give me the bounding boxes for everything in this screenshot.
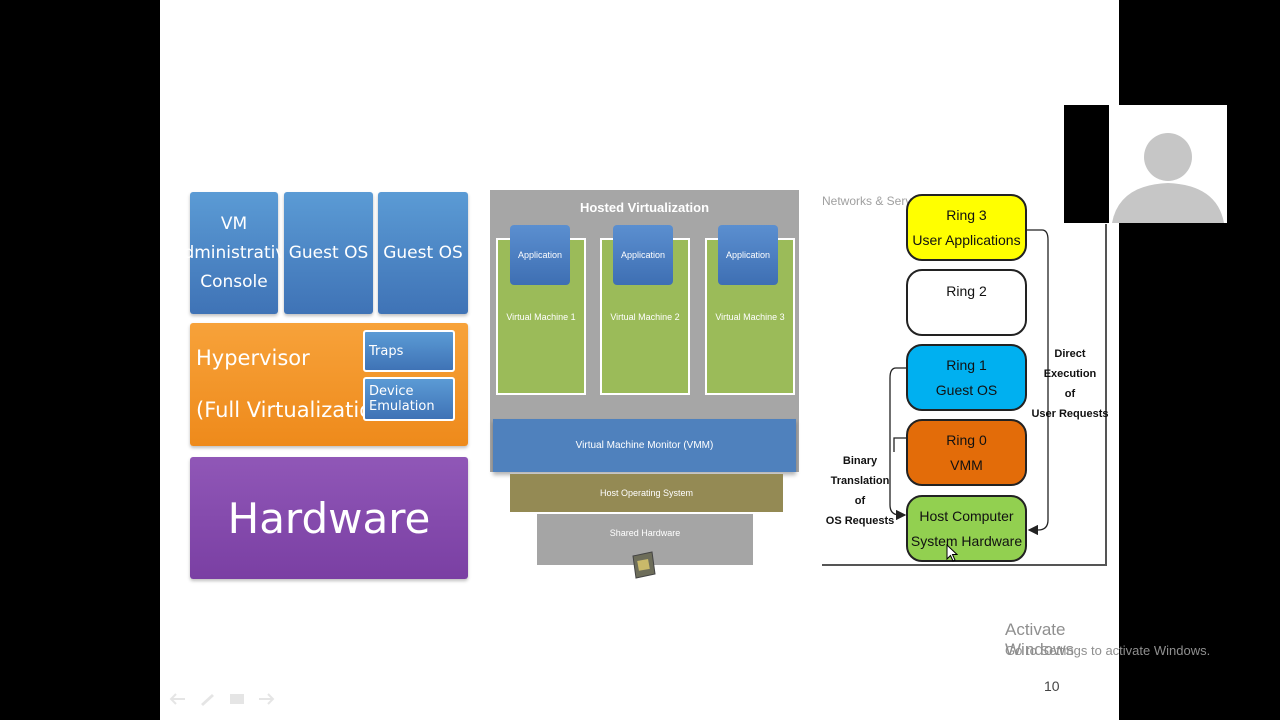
binary-translation-label: Binary Translation of OS Requests (825, 455, 895, 527)
host-hardware-box: Host Computer System Hardware (906, 495, 1027, 562)
host-os-box: Host Operating System (510, 474, 783, 512)
binary-translation-arrow-1 (889, 367, 907, 521)
webcam-panel (1064, 105, 1274, 223)
rings-diagram-frame (822, 224, 1107, 566)
full-virtualization-label: (Full Virtualization) (196, 398, 394, 422)
direct-execution-arrow (1027, 229, 1049, 536)
cpu-chip-icon (630, 550, 656, 580)
ring0-box: Ring 0 VMM (906, 419, 1027, 486)
pen-icon[interactable] (198, 692, 216, 711)
ring0-label: Ring 0 VMM (946, 431, 987, 473)
virtual-machine-label-3: Virtual Machine 3 (715, 312, 785, 322)
device-emulation-box: Device Emulation (363, 377, 455, 421)
ring3-label: Ring 3 User Applications (912, 206, 1021, 248)
ring1-box: Ring 1 Guest OS (906, 344, 1027, 411)
slide: VM Administrative Console Guest OS Guest… (160, 0, 1210, 720)
vm-console-label: VM Administrative Console (172, 213, 296, 292)
vmm-label: Virtual Machine Monitor (VMM) (575, 440, 714, 451)
application-label-2: Application (620, 250, 666, 260)
hardware-label: Hardware (227, 493, 431, 543)
shared-hardware-label: Shared Hardware (609, 528, 681, 538)
guest-os-label-2: Guest OS (383, 242, 463, 263)
page-number: 10 (1044, 678, 1060, 694)
application-box-1: Application (510, 225, 570, 285)
traps-box: Traps (363, 330, 455, 372)
traps-label: Traps (369, 343, 404, 359)
activate-windows-subtitle: Go to Settings to activate Windows. (1005, 643, 1211, 658)
host-os-label: Host Operating System (599, 488, 694, 498)
slide-nav-controls (168, 692, 276, 711)
device-emulation-label: Device Emulation (369, 384, 435, 414)
application-box-2: Application (613, 225, 673, 285)
application-label-1: Application (517, 250, 563, 260)
vmm-box: Virtual Machine Monitor (VMM) (493, 419, 796, 472)
mouse-cursor-icon (946, 543, 959, 567)
activate-windows-title: Activate Windows (1005, 620, 1074, 659)
host-hardware-label: Host Computer System Hardware (910, 507, 1023, 549)
hosted-virtualization-title: Hosted Virtualization (579, 200, 710, 215)
hardware-box: Hardware (190, 457, 468, 579)
menu-icon[interactable] (228, 692, 246, 711)
previous-slide-icon[interactable] (168, 692, 186, 711)
ring2-label: Ring 2 (946, 283, 987, 299)
application-box-3: Application (718, 225, 778, 285)
guest-os-label-1: Guest OS (288, 242, 369, 263)
guest-os-box-2: Guest OS (378, 192, 468, 314)
binary-translation-arrow-2 (893, 437, 906, 452)
guest-os-box-1: Guest OS (284, 192, 373, 314)
hypervisor-label: Hypervisor (196, 346, 310, 370)
webcam-video (1109, 105, 1227, 223)
avatar-icon (1109, 105, 1227, 228)
virtual-machine-label-2: Virtual Machine 2 (610, 312, 680, 322)
application-label-3: Application (725, 250, 771, 260)
ring3-box: Ring 3 User Applications (906, 194, 1027, 261)
ring2-box: Ring 2 (906, 269, 1027, 336)
virtual-machine-label-1: Virtual Machine 1 (506, 312, 576, 322)
direct-execution-label: Direct Execution of User Requests (1031, 348, 1109, 420)
next-slide-icon[interactable] (258, 692, 276, 711)
vm-console-box: VM Administrative Console (172, 192, 296, 314)
rings-arrows (889, 229, 1049, 536)
ring1-label: Ring 1 Guest OS (935, 356, 998, 398)
